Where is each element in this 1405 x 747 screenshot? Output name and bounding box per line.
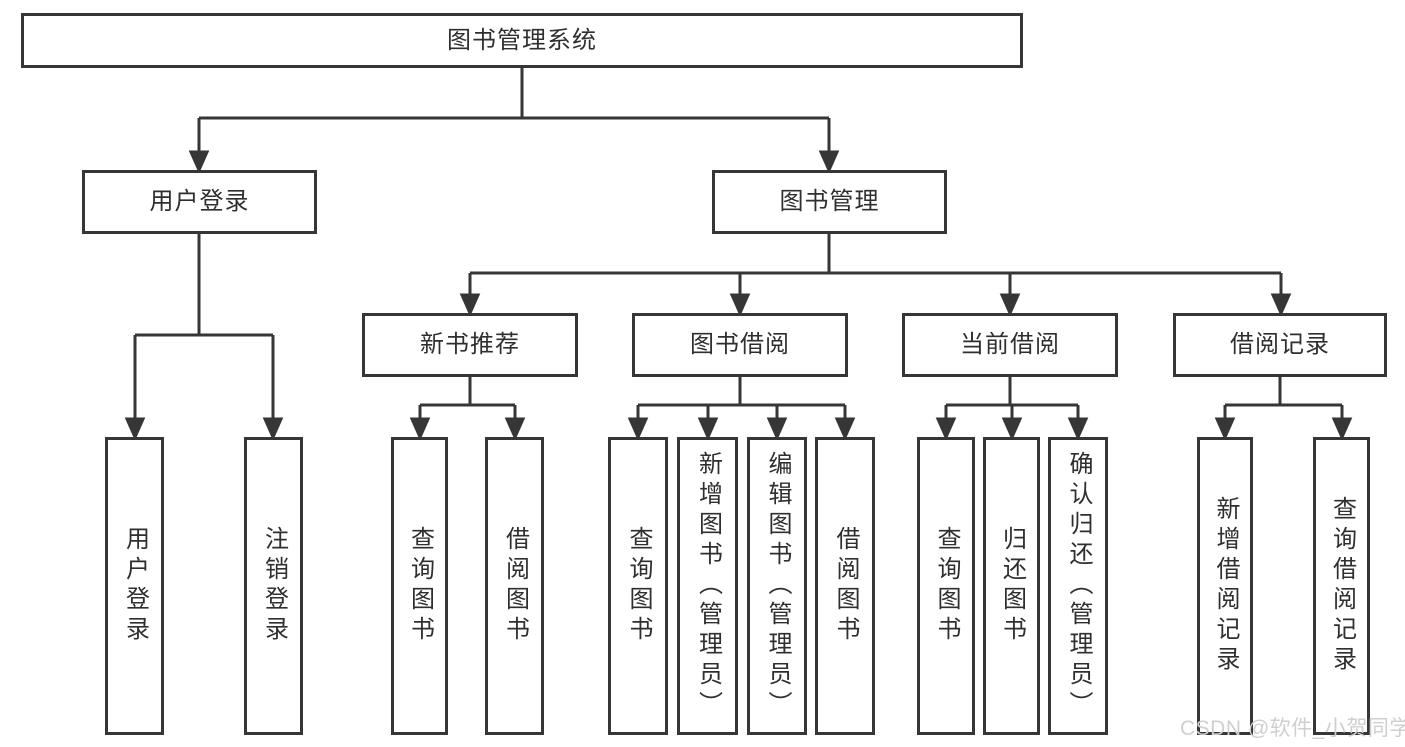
arrowhead [834,417,856,441]
arrowhead [766,417,788,441]
leaf-query-books-current: 查询图书 [917,437,975,735]
connector-book-borrow-to-leaves [627,377,856,441]
arrowhead [504,417,526,441]
leaf-borrow-books-borrow: 借阅图书 [815,437,875,735]
leaf-confirm-return-admin: 确认归还（管理员） [1048,437,1108,735]
leaf-add-borrow-record: 新增借阅记录 [1197,437,1253,735]
arrowhead [124,417,146,441]
arrowhead [188,150,210,174]
arrowhead [1001,417,1023,441]
arrowhead [1067,417,1089,441]
arrowhead [409,417,431,441]
arrowhead [935,417,957,441]
connector-line [468,234,1283,296]
arrowhead [729,293,751,317]
leaf-user-login: 用户登录 [105,437,164,735]
connector-line [1223,377,1344,420]
arrowhead [262,417,284,441]
connector-line [133,233,275,420]
leaf-query-books-borrow: 查询图书 [608,437,668,735]
node-borrowing-records: 借阅记录 [1173,313,1387,377]
arrowhead [818,150,840,174]
arrowhead [459,293,481,317]
leaf-borrow-books-newbook: 借阅图书 [485,437,544,735]
connector-user-login-to-leaves [124,233,284,441]
leaf-return-book: 归还图书 [983,437,1040,735]
connector-book-mgmt-to-level3 [459,234,1292,317]
node-root-library-system: 图书管理系统 [21,13,1023,68]
node-user-login: 用户登录 [82,170,317,234]
leaf-logout: 注销登录 [244,437,303,735]
connector-line [197,68,831,153]
node-new-book-recommend: 新书推荐 [362,313,578,377]
connector-current-borrow-to-leaves [935,377,1089,441]
leaf-query-borrow-record: 查询借阅记录 [1313,437,1370,735]
csdn-watermark: CSDN @软件_小贺同学 [1180,717,1405,740]
arrowhead [1214,417,1236,441]
arrowhead [1331,417,1353,441]
arrowhead [999,293,1021,317]
node-current-borrowing: 当前借阅 [902,313,1118,377]
connector-line [418,377,517,420]
leaf-query-books-newbook: 查询图书 [391,437,448,735]
connector-line [944,377,1080,420]
connector-borrow-record-to-leaves [1214,377,1353,441]
leaf-edit-book-admin: 编辑图书（管理员） [747,437,807,735]
arrowhead [1270,293,1292,317]
node-book-management: 图书管理 [712,170,947,234]
connector-root-to-level2 [188,68,840,174]
arrowhead [627,417,649,441]
connector-new-book-to-leaves [409,377,526,441]
node-book-borrowing: 图书借阅 [632,313,848,377]
leaf-add-book-admin: 新增图书（管理员） [677,437,738,735]
arrowhead [697,417,719,441]
connector-line [636,377,847,420]
